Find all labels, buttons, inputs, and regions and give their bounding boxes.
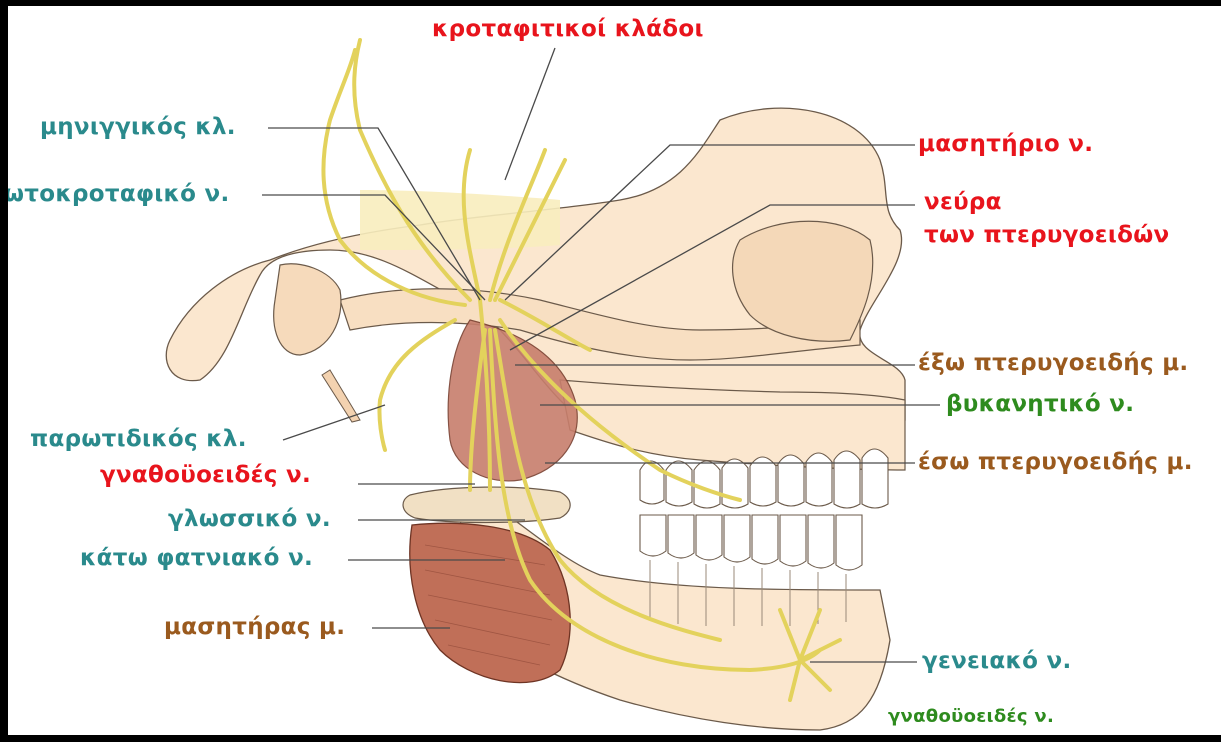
mastoid-process (274, 264, 341, 355)
label-mylohyoid-nerve: γναθοϋοειδές ν. (100, 464, 311, 487)
label-medial-pterygoid: έσω πτερυγοειδής μ. (918, 451, 1193, 474)
frame-top (0, 0, 1221, 6)
label-inferior-alveolar-nerve: κάτω φατνιακό ν. (80, 547, 313, 570)
styloid-process (322, 370, 360, 422)
label-mylohyoid-nerve-lower: γναθοϋοειδές ν. (888, 708, 1054, 726)
frame-bottom (0, 735, 1221, 742)
label-auriculotemporal-nerve: ωτοκροταφικό ν. (4, 183, 230, 206)
ramus-cut (403, 487, 570, 522)
label-pterygoid-nerves-2: των πτερυγοειδών (924, 224, 1170, 247)
label-meningeal-branch: μηνιγγικός κλ. (40, 116, 236, 139)
label-parotid-branch: παρωτιδικός κλ. (30, 428, 247, 451)
parotid-path (379, 320, 455, 450)
leader-parotid (283, 405, 385, 440)
leader-temporal (505, 48, 555, 180)
label-masseteric-nerve: μασητήριο ν. (918, 133, 1093, 156)
label-buccal-nerve: βυκανητικό ν. (946, 393, 1134, 416)
lower-teeth (640, 515, 862, 570)
label-lateral-pterygoid: έξω πτερυγοειδής μ. (918, 352, 1188, 375)
label-lingual-nerve: γλωσσικό ν. (168, 508, 331, 531)
label-masseter-muscle: μασητήρας μ. (164, 616, 345, 639)
frame-left (0, 0, 8, 742)
label-pterygoid-nerves-1: νεύρα (924, 191, 1002, 214)
temporal-fossa (360, 190, 560, 250)
label-temporal-branches: κροταφιτικοί κλάδοι (432, 18, 704, 41)
label-mental-nerve: γενειακό ν. (922, 650, 1072, 673)
